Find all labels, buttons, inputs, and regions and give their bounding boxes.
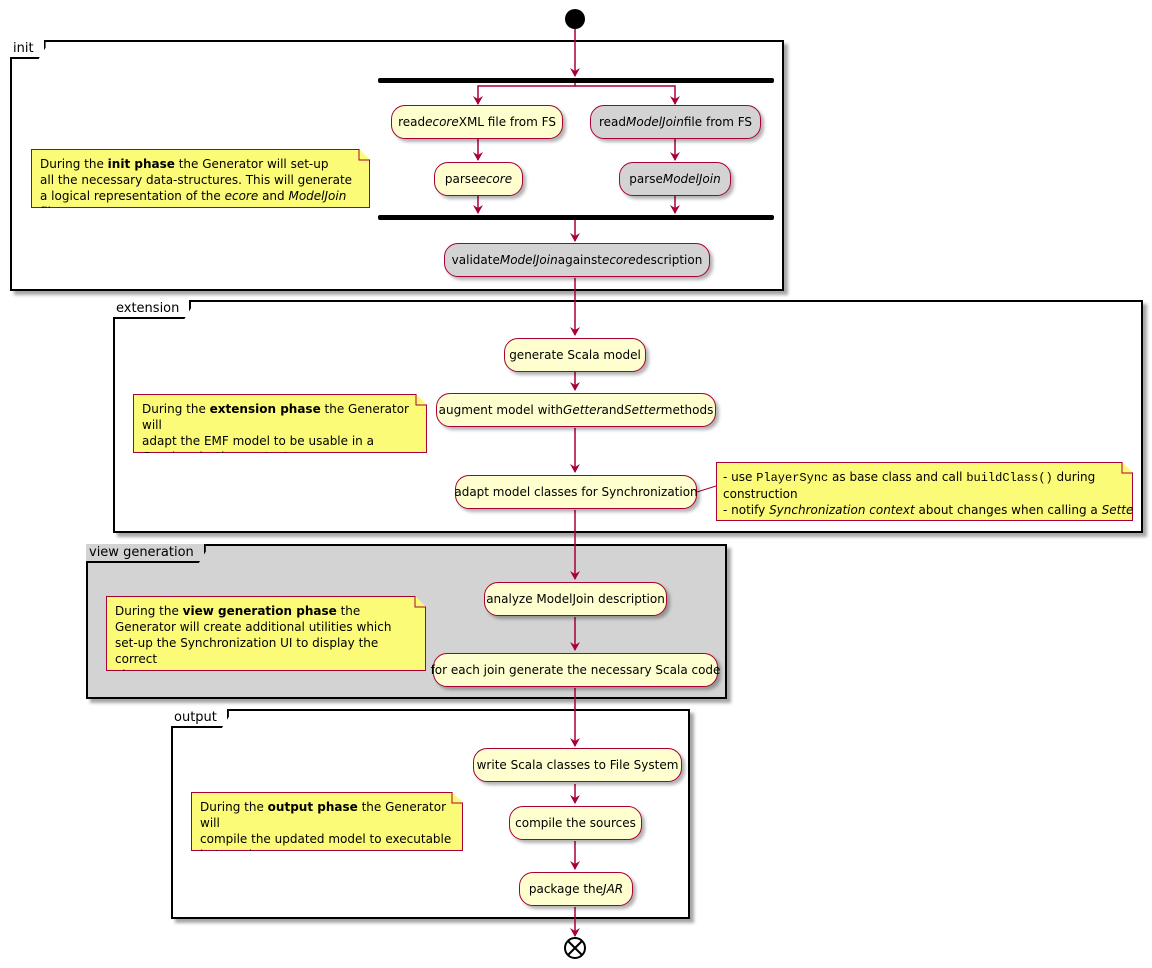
analyze-label: analyze ModelJoin description [486,592,665,606]
init-note-l1-post: the Generator will set-up [174,157,329,171]
ext-note-l1-pre: During the [142,402,210,416]
view-note-l2: Generator will create additional utiliti… [115,620,392,634]
read-ecore-node: read ​ecore XML file from FS [391,105,563,139]
validate-em2: ecore [601,253,636,267]
init-note-l1-pre: During the [40,157,108,171]
view-note-l1-post: the [336,604,361,618]
compile-label: compile the sources [515,816,636,830]
join-bar [378,215,774,220]
augment-model-node: augment model with ​Getter and Setter me… [436,393,716,427]
end-node [564,937,586,959]
augment-em1: Getter [563,403,602,417]
read-modeljoin-em: ModelJoin [626,115,684,129]
adapt-label: adapt model classes for Synchronization [454,485,698,499]
augment-em2: Setter [624,403,661,417]
adapt-note-l2: construction [723,487,798,501]
validate-pre: validate [451,253,500,267]
read-modeljoin-post: file from FS [683,115,753,129]
read-modeljoin-node: read ​ModelJoin file from FS [590,105,761,139]
init-phase-note: During the init phase the Generator will… [31,149,370,208]
adapt-note-l1-mid: as base class and call [828,470,967,484]
start-node [565,9,585,29]
adapt-note-l3-mid: about changes when calling a [914,503,1102,517]
init-note-l3-em1: ecore [224,189,259,203]
adapt-model-classes-node: adapt model classes for Synchronization [454,475,698,509]
extension-phase-note: During the extension phase the Generator… [133,394,427,453]
validate-node: validate ​ModelJoin against ecore descri… [444,243,710,277]
adapt-note-code2: buildClass() [966,471,1053,485]
output-frame-label: output [171,709,229,728]
output-note-l1-pre: During the [200,800,268,814]
init-note-l3-pre: a logical representation of the [40,189,225,203]
augment-mid: and [601,403,625,417]
analyze-modeljoin-node: analyze ModelJoin description [484,582,667,616]
validate-em1: ModelJoin [499,253,558,267]
output-note-l2: compile the updated model to executable [200,832,452,846]
ext-note-l2: adapt the EMF model to be usable in a [142,434,374,448]
init-note-l2: all the necessary data-structures. This … [40,173,353,187]
parse-ecore-em: ecore [478,172,513,186]
parse-modeljoin-node: parse ​ModelJoin [619,162,731,196]
read-ecore-post: XML file from FS [458,115,556,129]
init-note-l3-em2: ModelJoin [288,189,347,203]
adapt-note-l1-pre: - use [723,470,757,484]
extension-frame-label: extension [113,300,191,319]
write-classes-label: write Scala classes to File System [476,758,679,772]
package-jar-node: package the ​JAR [519,872,633,906]
augment-post: methods [660,403,714,417]
view-note-l1-bold: view generation phase [182,604,337,618]
for-each-join-node: for each join generate the necessary Sca… [430,653,721,687]
init-note-l3-mid: and [258,189,289,203]
ext-note-l1-bold: extension phase [209,402,321,416]
parse-ecore-pre: parse [444,172,479,186]
adapt-note: - use PlayerSync as base class and call … [716,462,1133,521]
ext-note-l1-post: the Generator will [142,402,409,432]
parse-ecore-node: parse ​ecore [434,162,523,196]
adapt-note-l3-pre: - notify [723,503,770,517]
adapt-note-l3-em2: Setter [1101,503,1139,517]
view-generation-phase-note: During the view generation phase the Gen… [106,596,426,671]
parse-modeljoin-pre: parse [629,172,663,186]
validate-mid: against [557,253,602,267]
read-ecore-em: ecore [425,115,459,129]
read-modeljoin-pre: read [598,115,627,129]
view-note-l1-pre: During the [115,604,183,618]
augment-pre: augment model with [438,403,564,417]
write-scala-classes-node: write Scala classes to File System [473,748,682,782]
view-note-l3: set-up the Synchronization UI to display… [115,636,379,666]
output-note-l1-post: the Generator will [200,800,447,830]
parse-modeljoin-em: ModelJoin [662,172,721,186]
generate-scala-model-node: generate Scala model [504,338,646,372]
package-pre: package the [528,882,604,896]
read-ecore-pre: read [398,115,426,129]
adapt-note-l1-post: during [1052,470,1096,484]
for-each-join-label: for each join generate the necessary Sca… [430,663,721,677]
generate-scala-label: generate Scala model [509,348,641,362]
init-note-l1-bold: init phase [107,157,175,171]
package-em: JAR [603,882,624,896]
output-phase-note: During the output phase the Generator wi… [191,792,463,851]
fork-bar [378,78,774,83]
output-note-l1-bold: output phase [267,800,358,814]
adapt-note-l3-em1: Synchronization context [769,503,915,517]
compile-sources-node: compile the sources [509,806,642,840]
validate-post: description [635,253,703,267]
adapt-note-code1: PlayerSync [756,471,829,485]
